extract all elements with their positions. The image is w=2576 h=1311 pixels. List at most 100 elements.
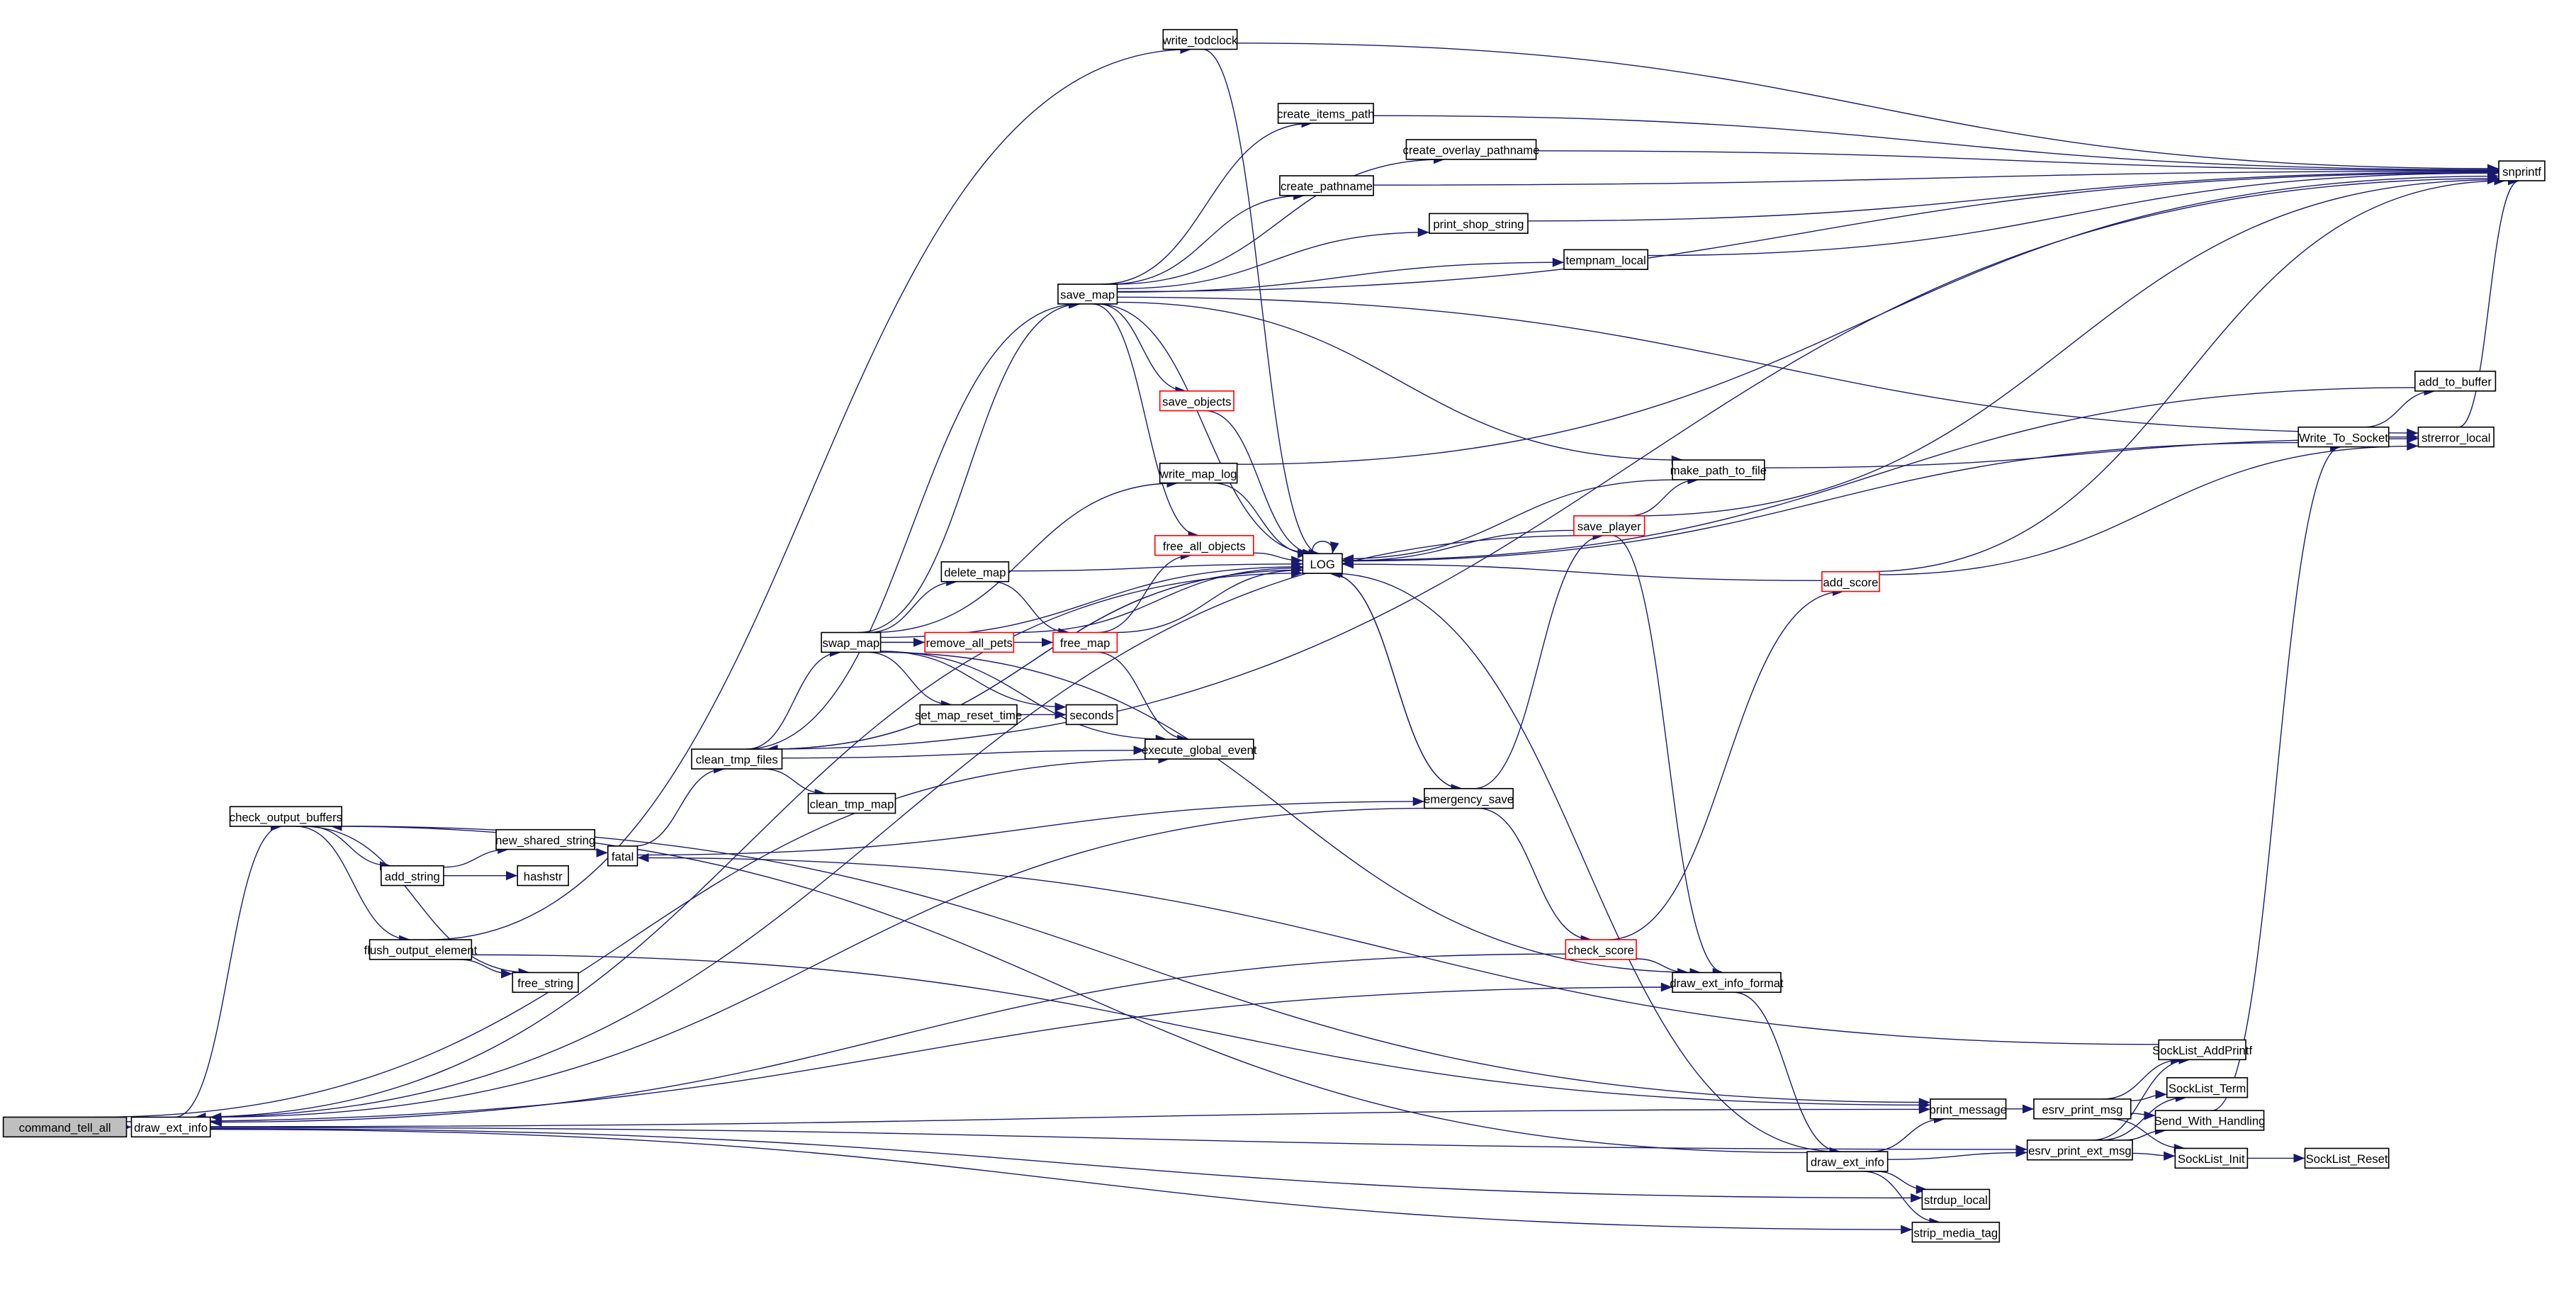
graph-node-strip_media_tag[interactable]: strip_media_tag xyxy=(1911,1222,2001,1243)
node-label: clean_tmp_files xyxy=(696,753,778,767)
call-edge-check_score-to-draw_ext_info_a xyxy=(210,953,1566,1127)
call-edge-save_map-to-free_all_objects xyxy=(1092,303,1200,541)
graph-node-create_items_path[interactable]: create_items_path xyxy=(1277,103,1374,124)
call-edge-LOG-to-LOG xyxy=(1312,541,1339,554)
graph-node-save_player[interactable]: save_player xyxy=(1573,515,1646,536)
node-box xyxy=(607,845,639,867)
graph-node-command_tell_all[interactable]: command_tell_all xyxy=(2,1116,128,1138)
node-box xyxy=(1159,390,1234,412)
graph-node-draw_ext_info_b[interactable]: draw_ext_info xyxy=(1806,1151,1889,1172)
graph-node-fatal[interactable]: fatal xyxy=(607,845,639,867)
call-edge-clean_tmp_files-to-clean_tmp_map xyxy=(762,768,826,799)
node-box xyxy=(1573,515,1646,536)
node-label: write_todclock xyxy=(1162,33,1238,47)
call-edge-Write_To_Socket-to-add_to_buffer xyxy=(2363,386,2436,428)
node-box xyxy=(2026,1140,2133,1161)
graph-node-SockList_Init[interactable]: SockList_Init xyxy=(2174,1147,2249,1169)
graph-node-SockList_AddPrintf[interactable]: SockList_AddPrintf xyxy=(2152,1039,2252,1061)
call-edge-make_path_to_file-to-LOG xyxy=(1342,479,1677,564)
graph-node-SockList_Term[interactable]: SockList_Term xyxy=(2166,1076,2249,1098)
graph-node-esrv_print_ext_msg[interactable]: esrv_print_ext_msg xyxy=(2026,1140,2133,1161)
graph-node-emergency_save[interactable]: emergency_save xyxy=(1424,787,1514,809)
call-edge-draw_ext_info_a-to-check_output_buffers xyxy=(174,821,283,1118)
call-edge-esrv_print_ext_msg-to-SockList_Init xyxy=(2132,1151,2176,1161)
call-edge-write_todclock-to-LOG xyxy=(1202,48,1320,558)
graph-node-check_output_buffers[interactable]: check_output_buffers xyxy=(230,806,342,827)
node-box xyxy=(369,939,473,960)
call-edge-Send_With_Handling-to-Write_To_Socket xyxy=(2211,442,2342,1111)
graph-node-snprintf[interactable]: snprintf xyxy=(2498,160,2546,181)
node-box xyxy=(2174,1147,2249,1169)
graph-node-tempnam_local[interactable]: tempnam_local xyxy=(1563,249,1649,271)
node-box xyxy=(2304,1147,2390,1169)
graph-node-draw_ext_info_a[interactable]: draw_ext_info xyxy=(130,1116,211,1138)
graph-node-hashstr[interactable]: hashstr xyxy=(517,865,569,887)
graph-node-esrv_print_msg[interactable]: esrv_print_msg xyxy=(2033,1098,2132,1120)
graph-node-print_message[interactable]: print_message xyxy=(1930,1098,2007,1120)
graph-node-Send_With_Handling[interactable]: Send_With_Handling xyxy=(2154,1110,2266,1131)
graph-node-add_score[interactable]: add_score xyxy=(1821,570,1880,592)
node-box xyxy=(2417,426,2495,448)
graph-node-swap_map[interactable]: swap_map xyxy=(821,631,882,653)
node-box xyxy=(2166,1076,2249,1098)
node-label: esrv_print_msg xyxy=(2042,1103,2122,1117)
call-edge-draw_ext_info_a-to-esrv_print_ext_msg xyxy=(210,1127,2027,1154)
graph-node-free_map[interactable]: free_map xyxy=(1052,631,1118,653)
call-edge-draw_ext_info_b-to-LOG xyxy=(1331,568,1839,1152)
node-box xyxy=(1154,534,1254,556)
call-edge-swap_map-to-save_map xyxy=(857,299,1081,634)
call-edge-save_map-to-save_objects xyxy=(1097,303,1187,396)
node-box xyxy=(2414,371,2497,392)
graph-node-save_map[interactable]: save_map xyxy=(1057,283,1118,305)
graph-node-save_objects[interactable]: save_objects xyxy=(1159,390,1234,412)
graph-node-add_to_buffer[interactable]: add_to_buffer xyxy=(2414,371,2497,392)
graph-node-remove_all_pets[interactable]: remove_all_pets xyxy=(924,631,1015,653)
graph-node-write_map_log[interactable]: write_map_log xyxy=(1159,462,1238,484)
graph-node-flush_output_element[interactable]: flush_output_element xyxy=(364,939,478,960)
graph-node-seconds[interactable]: seconds xyxy=(1065,704,1118,726)
call-edge-write_map_log-to-LOG xyxy=(1212,482,1310,558)
call-edge-write_todclock-to-snprintf xyxy=(1237,43,2499,174)
call-edge-free_map-to-LOG xyxy=(1115,565,1303,634)
graph-node-strdup_local[interactable]: strdup_local xyxy=(1921,1188,1991,1210)
graph-node-set_map_reset_time[interactable]: set_map_reset_time xyxy=(915,704,1022,726)
node-label: emergency_save xyxy=(1424,792,1514,806)
graph-node-print_shop_string[interactable]: print_shop_string xyxy=(1429,213,1529,235)
node-box xyxy=(2498,160,2546,181)
graph-node-create_pathname[interactable]: create_pathname xyxy=(1279,175,1374,196)
graph-node-delete_map[interactable]: delete_map xyxy=(940,561,1010,583)
graph-node-draw_ext_info_format[interactable]: draw_ext_info_format xyxy=(1670,972,1784,994)
call-edge-emergency_save-to-draw_ext_info_a xyxy=(210,807,1430,1122)
graph-node-Write_To_Socket[interactable]: Write_To_Socket xyxy=(2297,426,2390,448)
node-label: free_map xyxy=(1060,636,1110,650)
node-label: save_objects xyxy=(1162,395,1231,408)
call-edge-save_map-to-make_path_to_file xyxy=(1117,301,1683,465)
graph-node-new_shared_string[interactable]: new_shared_string xyxy=(495,828,595,850)
graph-node-add_string[interactable]: add_string xyxy=(381,865,444,887)
graph-node-clean_tmp_files[interactable]: clean_tmp_files xyxy=(691,748,783,770)
call-edge-add_string-to-new_shared_string xyxy=(443,845,510,868)
node-box xyxy=(1144,738,1254,760)
graph-node-LOG[interactable]: LOG xyxy=(1302,553,1343,574)
graph-node-clean_tmp_map[interactable]: clean_tmp_map xyxy=(807,792,896,814)
node-box xyxy=(1052,631,1118,653)
call-edge-draw_ext_info_a-to-strip_media_tag xyxy=(210,1128,1913,1234)
node-label: snprintf xyxy=(2502,165,2541,179)
node-label: fatal xyxy=(612,850,634,863)
graph-node-check_score[interactable]: check_score xyxy=(1565,939,1637,960)
graph-node-write_todclock[interactable]: write_todclock xyxy=(1162,28,1238,50)
graph-node-SockList_Reset[interactable]: SockList_Reset xyxy=(2304,1147,2390,1169)
call-edge-create_pathname-to-snprintf xyxy=(1373,167,2499,186)
graph-node-strerror_local[interactable]: strerror_local xyxy=(2417,426,2495,448)
call-edge-print_shop_string-to-snprintf xyxy=(1527,167,2499,222)
call-edge-draw_ext_info_a-to-strdup_local xyxy=(210,1127,1923,1203)
graph-node-free_all_objects[interactable]: free_all_objects xyxy=(1154,534,1254,556)
graph-node-free_string[interactable]: free_string xyxy=(512,972,579,994)
graph-node-execute_global_event[interactable]: execute_global_event xyxy=(1142,738,1257,760)
graph-node-create_overlay_pathname[interactable]: create_overlay_pathname xyxy=(1403,139,1540,160)
node-box xyxy=(1302,553,1343,574)
graph-node-make_path_to_file[interactable]: make_path_to_file xyxy=(1670,459,1767,480)
node-label: create_items_path xyxy=(1277,108,1374,121)
